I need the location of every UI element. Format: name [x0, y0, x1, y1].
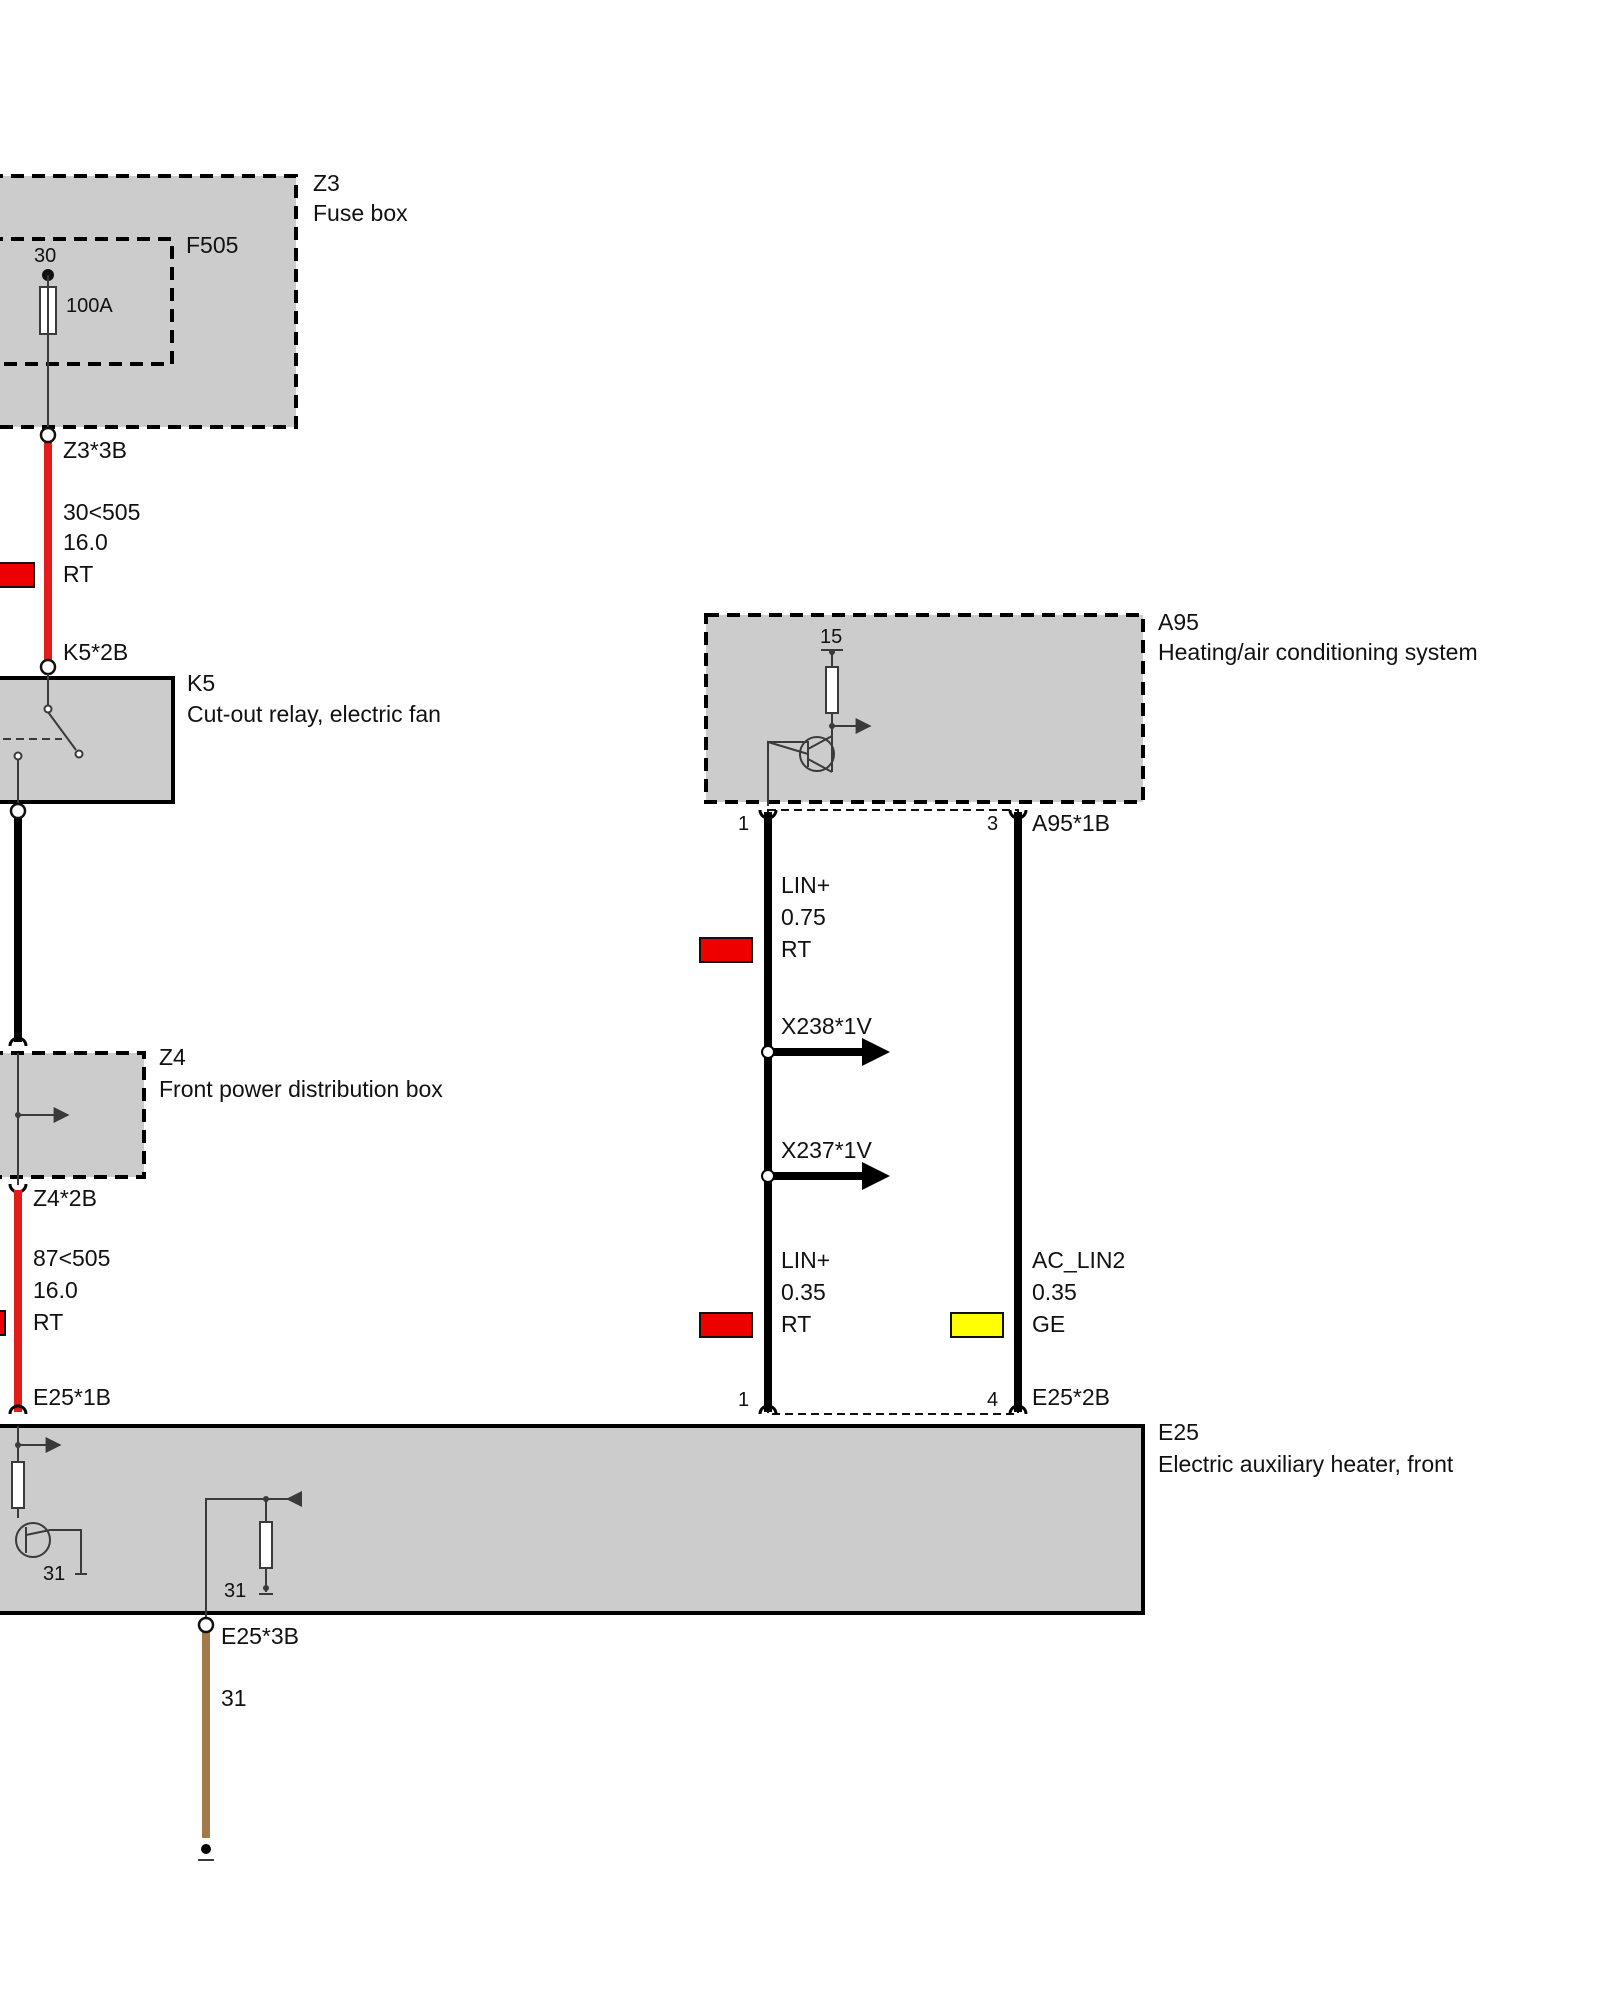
z4-id: Z4 [159, 1044, 186, 1070]
connector-z3-3b: Z3*3B [63, 437, 127, 463]
z3-fuse-box: Z3 Fuse box F505 30 100A [0, 170, 408, 433]
resistor-icon [825, 666, 839, 714]
connector-z3-3b-pin [39, 426, 57, 444]
connector-e25-1b: E25*1B [33, 1384, 111, 1410]
wire-30-505-signal: 30<505 [63, 499, 140, 525]
z3-name: Fuse box [313, 200, 408, 226]
wire-87-505-color: RT [33, 1309, 63, 1335]
color-swatch-red [0, 562, 35, 588]
e25-aux-heater: E25 Electric auxiliary heater, front 31 … [0, 1419, 1454, 1621]
a95-id: A95 [1158, 609, 1199, 635]
wire-87-505-size: 16.0 [33, 1277, 78, 1303]
arrow-head-icon [862, 1162, 890, 1190]
z3-id: Z3 [313, 170, 340, 196]
a95-hvac-module: 15 A95 Heating/air conditioning system 1… [704, 609, 1478, 836]
connector-x237: X237*1V [781, 1137, 872, 1163]
wire-ac-lin2-signal: AC_LIN2 [1032, 1247, 1125, 1273]
wire-87-505: Z4*2B 87<505 16.0 RT E25*1B [0, 1185, 111, 1412]
wire-lin-035-color: RT [781, 1311, 811, 1337]
transistor-icon [799, 736, 835, 772]
pin-a95-3: 3 [987, 813, 998, 835]
connector-e25-3b-pin [197, 1616, 215, 1634]
wire-ground-signal: 31 [221, 1685, 247, 1711]
wire-lin-035-size: 0.35 [781, 1279, 826, 1305]
wire-lin-075-signal: LIN+ [781, 872, 830, 898]
wire-30-505: Z3*3B 30<505 16.0 RT [0, 426, 140, 662]
z4-power-distribution-box: Z4 Front power distribution box [0, 1036, 443, 1194]
wire-ac-lin2-size: 0.35 [1032, 1279, 1077, 1305]
connector-k5-2b-pin [39, 658, 57, 676]
f505-terminal: 30 [34, 245, 56, 267]
k5-relay: K5 Cut-out relay, electric fan K5*2B [0, 639, 441, 805]
connector-k5-out-pin [9, 802, 27, 820]
wire-30-505-size: 16.0 [63, 529, 108, 555]
color-swatch-yellow [950, 1312, 1004, 1338]
connector-e25-2b: E25*2B [1032, 1384, 1110, 1410]
color-swatch-red [0, 1310, 6, 1336]
resistor-icon [11, 1461, 25, 1509]
arrow-head-icon [862, 1038, 890, 1066]
f505-id: F505 [186, 232, 238, 258]
connector-z4-2b: Z4*2B [33, 1185, 97, 1211]
connector-a95-1b: A95*1B [1032, 810, 1110, 836]
pin-a95-1: 1 [738, 813, 749, 835]
a95-terminal-15: 15 [820, 626, 842, 648]
wire-ac-lin2: AC_LIN2 0.35 GE 4 E25*2B [950, 812, 1125, 1412]
color-swatch-red [699, 937, 753, 963]
input-arrow-icon [286, 1491, 302, 1507]
ground-point-icon [201, 1844, 211, 1854]
k5-name: Cut-out relay, electric fan [187, 701, 441, 727]
wire-lin-035-signal: LIN+ [781, 1247, 830, 1273]
pin-e25-4: 4 [987, 1389, 998, 1411]
wire-lin-075-size: 0.75 [781, 904, 826, 930]
wire-87-505-signal: 87<505 [33, 1245, 110, 1271]
e25-id: E25 [1158, 1419, 1199, 1445]
transistor-icon [15, 1522, 51, 1558]
e25-ground-1: 31 [43, 1563, 65, 1585]
color-swatch-red [699, 1312, 753, 1338]
wire-lin-075-color: RT [781, 936, 811, 962]
pin-e25-1: 1 [738, 1389, 749, 1411]
k5-id: K5 [187, 670, 215, 696]
f505-rating: 100A [66, 295, 113, 317]
wire-ac-lin2-color: GE [1032, 1311, 1065, 1337]
z4-name: Front power distribution box [159, 1076, 443, 1102]
relay-switch-icon [47, 711, 77, 751]
f505-fuse-area [0, 237, 174, 366]
resistor-icon [259, 1521, 273, 1569]
connector-x238: X238*1V [781, 1013, 872, 1039]
e25-ground-2: 31 [224, 1580, 246, 1602]
wire-lin-plus: LIN+ 0.75 RT X238*1V X237*1V LIN+ 0.35 R… [699, 812, 890, 1412]
connector-e25-3b: E25*3B [221, 1623, 299, 1649]
wire-30-505-color: RT [63, 561, 93, 587]
a95-name: Heating/air conditioning system [1158, 639, 1478, 665]
wire-ground-31: E25*3B 31 [197, 1616, 299, 1861]
e25-name: Electric auxiliary heater, front [1158, 1451, 1454, 1477]
connector-k5-2b: K5*2B [63, 639, 128, 665]
